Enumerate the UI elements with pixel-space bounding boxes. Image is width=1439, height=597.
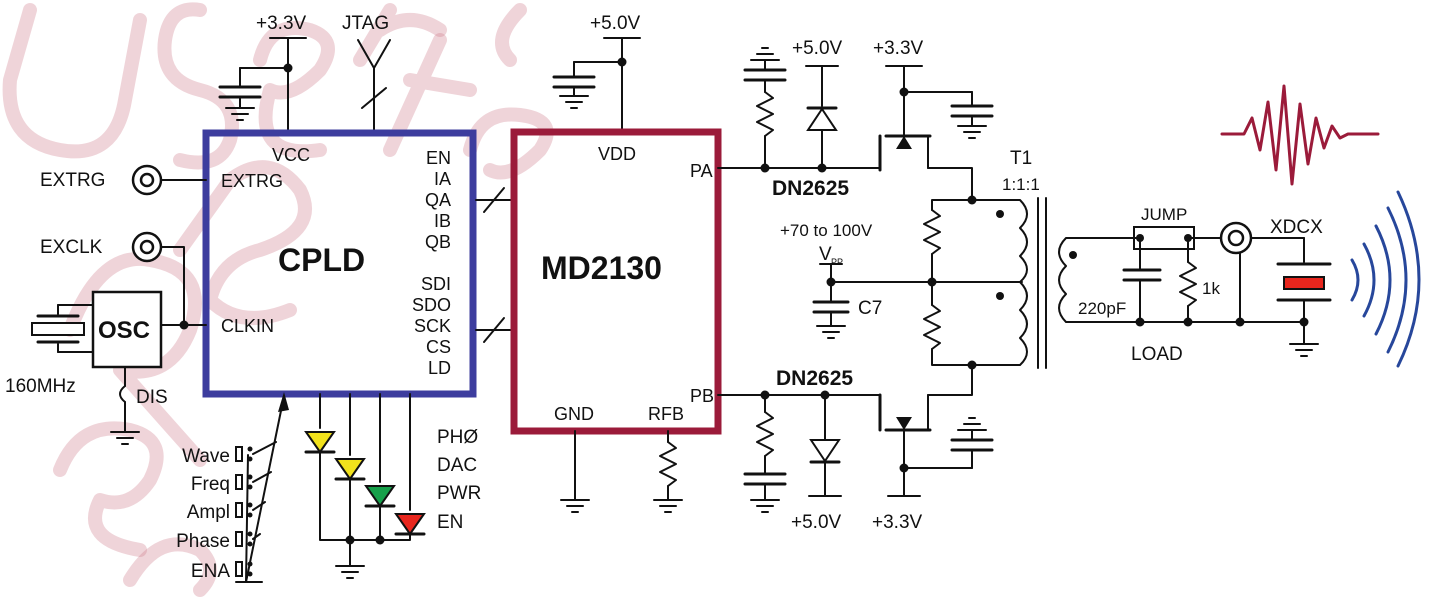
cpld-pin-extrg: EXTRG	[221, 171, 283, 191]
md2130-pin-gnd: GND	[554, 404, 594, 424]
load-label: LOAD	[1131, 344, 1183, 365]
switch-ampl: Ampl	[187, 501, 266, 523]
jump-label: JUMP	[1141, 205, 1187, 224]
pa-diode-rail-label: +5.0V	[792, 38, 843, 59]
switch-freq-label: Freq	[191, 474, 230, 495]
cpld-pin-en: EN	[426, 148, 451, 168]
pa-diode-icon	[806, 107, 838, 131]
md2130-pin-pa: PA	[690, 161, 713, 181]
switch-phase-label: Phase	[176, 531, 230, 552]
cpld-pin-sdi: SDI	[421, 274, 451, 294]
cpld-right-pins-bottom: SDI SDO SCK CS LD	[412, 274, 451, 378]
extrg-connector-icon	[131, 164, 163, 196]
jtag-label: JTAG	[342, 13, 389, 34]
cpld-pin-sck: SCK	[414, 316, 451, 336]
led-array	[304, 393, 426, 579]
osc-dis-label: DIS	[136, 387, 168, 408]
md2130-title: MD2130	[541, 250, 662, 286]
switch-wave-label: Wave	[182, 446, 230, 467]
rfb-resistor-icon	[659, 441, 677, 487]
switch-bus	[235, 392, 289, 583]
exclk-connector-icon	[131, 231, 163, 263]
pushbutton-icon	[235, 502, 243, 518]
switch-wave: Wave	[182, 441, 277, 467]
c7-label: C7	[858, 298, 882, 319]
pa-mosfet-icon	[878, 129, 973, 201]
cpld-pin-ib: IB	[434, 211, 451, 231]
led-phase-icon	[304, 431, 336, 454]
pb-diode-rail-label: +5.0V	[791, 512, 842, 533]
ground-symbol	[653, 499, 683, 513]
transformer-secondary-icon	[1058, 237, 1305, 323]
pushbutton-icon	[235, 531, 243, 547]
cpld-pin-vcc: VCC	[272, 145, 310, 165]
switch-ena: ENA	[191, 561, 253, 582]
ground-symbol	[560, 499, 590, 513]
pb-mosfet-label: DN2625	[776, 367, 853, 390]
pulse-waveform-icon	[1220, 84, 1380, 186]
transformer-primary-icon	[971, 197, 1047, 369]
transformer-label: T1	[1010, 148, 1032, 169]
pa-mosfet-rail-label: +3.3V	[873, 38, 924, 59]
dis-switch-icon	[119, 385, 126, 403]
md2130-vdd-label: +5.0V	[590, 13, 641, 34]
md2130-block	[510, 128, 722, 435]
switch-phase: Phase	[176, 531, 261, 552]
pushbutton-icon	[235, 446, 243, 462]
extrg-label: EXTRG	[40, 170, 105, 191]
md2130-pin-vdd: VDD	[598, 144, 636, 164]
ground-symbol	[218, 85, 262, 121]
led-en-icon	[394, 513, 426, 536]
pushbutton-icon	[235, 561, 243, 577]
transformer-ratio: 1:1:1	[1002, 175, 1040, 194]
cpld-right-pins-top: EN IA QA IB QB	[425, 148, 451, 252]
led-label-dac: DAC	[437, 455, 477, 476]
led-dac-icon	[334, 458, 366, 481]
transducer-icon	[1283, 276, 1325, 290]
output-connector-icon	[1219, 221, 1253, 255]
cpld-pin-clkin: CLKIN	[221, 316, 274, 336]
cpld-pin-ia: IA	[434, 169, 451, 189]
switch-freq: Freq	[191, 471, 272, 495]
load-cap-label: 220pF	[1078, 299, 1126, 318]
cpld-pin-qb: QB	[425, 232, 451, 252]
vpp-label: V	[819, 244, 832, 265]
transducer-label: XDCX	[1270, 217, 1323, 238]
pb-mosfet-icon	[878, 364, 973, 432]
cpld-pin-ld: LD	[428, 358, 451, 378]
sound-waves-icon	[1350, 190, 1421, 368]
cpld-block	[202, 129, 477, 398]
crystal-icon	[31, 304, 94, 353]
pushbutton-icon	[235, 474, 243, 490]
ground-symbol	[552, 75, 596, 109]
led-label-phase: PHØ	[437, 427, 478, 448]
osc-block	[91, 290, 163, 369]
cpld-title: CPLD	[278, 242, 365, 278]
led-pwr-icon	[364, 485, 396, 508]
cpld-vcc-label: +3.3V	[256, 13, 307, 34]
exclk-label: EXCLK	[40, 237, 103, 258]
ground-symbol	[110, 431, 140, 445]
cpld-pin-sdo: SDO	[412, 295, 451, 315]
cpld-pin-qa: QA	[425, 190, 451, 210]
switch-ena-label: ENA	[191, 561, 230, 582]
pa-mosfet-label: DN2625	[772, 177, 849, 200]
pb-mosfet-rail-label: +3.3V	[872, 512, 923, 533]
osc-frequency: 160MHz	[5, 376, 76, 397]
load-res-label: 1k	[1202, 279, 1220, 298]
led-label-en: EN	[437, 512, 463, 533]
osc-label: OSC	[98, 317, 150, 344]
switch-ampl-label: Ampl	[187, 502, 230, 523]
md2130-pin-pb: PB	[690, 386, 714, 406]
pb-diode-icon	[809, 439, 841, 463]
vpp-subscript: PP	[831, 257, 843, 267]
cpld-pin-cs: CS	[426, 337, 451, 357]
led-label-pwr: PWR	[437, 483, 481, 504]
md2130-pin-rfb: RFB	[648, 404, 684, 424]
vpp-range-label: +70 to 100V	[780, 221, 873, 240]
